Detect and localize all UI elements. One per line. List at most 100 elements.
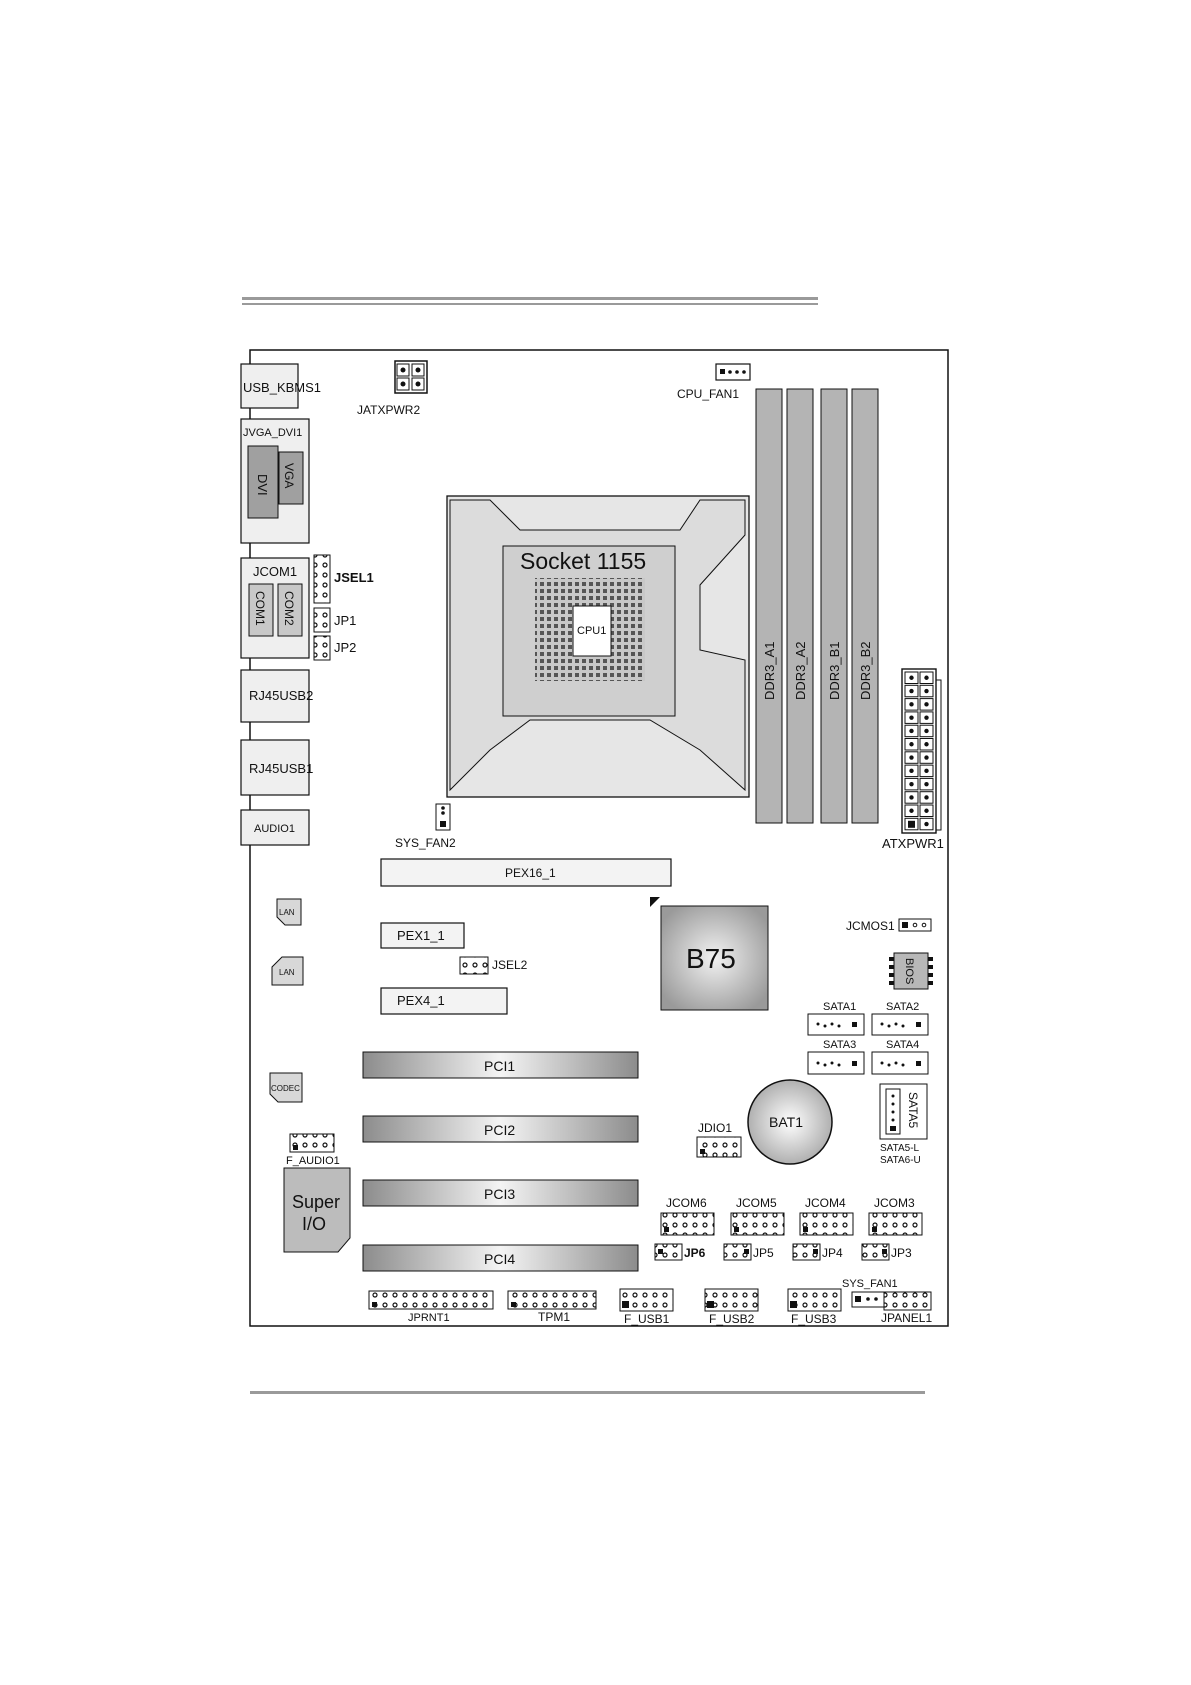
atx-pin-dot [924,808,929,813]
atx-pin-dot [909,675,914,680]
sys-fan1-label: SYS_FAN1 [842,1278,898,1290]
f-usb2-header: F_USB2 [704,1288,759,1326]
jp2-label: JP2 [334,640,356,655]
ddr3-b2-label: DDR3_B2 [858,641,873,700]
sys-fan2-label: SYS_FAN2 [395,836,456,850]
pci4-slot: PCI4 [362,1244,639,1272]
atx-pin-dot [924,688,929,694]
header-rule-thick [242,297,818,300]
jp3-jumper: JP3 [861,1243,912,1261]
b75-label: B75 [686,943,736,974]
atx-pin-dot [924,742,929,747]
jatxpwr2-label: JATXPWR2 [357,403,420,417]
jvga-dvi1-port: JVGA_DVI1 DVI VGA [240,418,310,544]
jvga-dvi1-label: JVGA_DVI1 [243,427,302,439]
jsel2-label: JSEL2 [492,958,528,972]
tpm1-header: TPM1 [507,1290,597,1324]
sys-fan2-header: SYS_FAN2 [395,803,456,850]
b75-chipset: B75 [650,897,769,1011]
ddr3-b2-slot: DDR3_B2 [851,388,879,824]
jatxpwr2-connector: JATXPWR2 [357,360,428,417]
socket-1155-label: Socket 1155 [520,548,646,574]
sata3-label: SATA3 [823,1039,856,1051]
f-usb1-header: F_USB1 [619,1288,674,1326]
rj45usb2-label: RJ45USB2 [249,688,313,703]
lan-chip-1-label: LAN [279,908,295,917]
rj45usb1-port: RJ45USB1 [240,739,313,796]
atx-pin-dot [909,768,914,774]
atxpwr1-label: ATXPWR1 [882,836,944,851]
bios-label: BIOS [903,958,915,984]
cpu1-label: CPU1 [577,625,606,637]
ddr3-a1-slot: DDR3_A1 [755,388,783,824]
jp1-header: JP1 [313,607,356,633]
pex16-1-label: PEX16_1 [505,866,556,880]
audio1-label: AUDIO1 [254,823,295,835]
jcom6-label: JCOM6 [666,1196,707,1210]
bat1-battery: BAT1 [747,1079,833,1165]
pci2-slot: PCI2 [362,1115,639,1143]
atx-pin-dot [909,728,914,734]
pex1-1-slot: PEX1_1 [380,922,465,949]
jdio1-label: JDIO1 [698,1121,732,1135]
bios-chip: BIOS [889,952,933,990]
jcom5-header: JCOM5 [730,1196,785,1236]
atx-pin-dot [909,781,914,787]
atx-pin-dot [924,728,929,734]
usb-kbms1-label: USB_KBMS1 [243,380,321,395]
jcom6-header: JCOM6 [660,1196,715,1236]
jp4-jumper: JP4 [792,1243,843,1261]
jpanel1-header: JPANEL1 [881,1291,932,1325]
dvi-label: DVI [255,474,270,496]
pci3-label: PCI3 [484,1186,515,1202]
jcom5-label: JCOM5 [736,1196,777,1210]
jp6-jumper: JP6 [654,1243,706,1261]
atx-pin-dot [924,781,929,787]
vga-label: VGA [282,463,296,488]
atx-pin-dot [909,755,914,760]
jprnt1-label: JPRNT1 [408,1312,450,1324]
jp5-label: JP5 [753,1246,774,1260]
cpu-fan1-label: CPU_FAN1 [677,387,739,401]
codec-label: CODEC [271,1084,300,1093]
jp3-label: JP3 [891,1246,912,1260]
jcmos1-label: JCMOS1 [846,919,895,933]
jcom1-port: JCOM1 COM1 COM2 [240,557,310,659]
pci4-label: PCI4 [484,1251,515,1267]
jcmos1-jumper: JCMOS1 [846,918,932,933]
rj45usb2-port: RJ45USB2 [240,669,313,723]
pci3-slot: PCI3 [362,1179,639,1207]
bat1-label: BAT1 [769,1114,803,1130]
jp2-header: JP2 [313,635,356,661]
atx-pin-dot [924,755,929,760]
jcom4-label: JCOM4 [805,1196,846,1210]
sata4-label: SATA4 [886,1039,919,1051]
lan-chip-2: LAN [271,956,304,986]
codec-chip: CODEC [269,1072,303,1103]
f-usb3-label: F_USB3 [791,1312,837,1326]
f-usb1-label: F_USB1 [624,1312,670,1326]
tpm1-label: TPM1 [538,1310,570,1324]
pci1-label: PCI1 [484,1058,515,1074]
f-audio1-header: F_AUDIO1 [286,1133,340,1167]
pci2-label: PCI2 [484,1122,515,1138]
atxpwr1-connector: ATXPWR1 [882,668,944,851]
sata3-connector: SATA3 [807,1039,865,1075]
footer-rule [250,1391,925,1394]
com1-label: COM1 [253,591,267,626]
sata1-label: SATA1 [823,1001,856,1013]
ddr3-a2-label: DDR3_A2 [793,641,808,700]
ddr3-a2-slot: DDR3_A2 [786,388,814,824]
f-usb3-header: F_USB3 [787,1288,842,1326]
pex16-1-slot: PEX16_1 [380,858,672,887]
com2-label: COM2 [282,591,296,626]
jp6-label: JP6 [684,1246,706,1260]
jp5-jumper: JP5 [723,1243,774,1261]
cpu-fan1-header: CPU_FAN1 [677,363,751,401]
sata5-l-label: SATA5-L [880,1143,920,1154]
sata1-connector: SATA1 [807,1001,865,1036]
jsel1-header: JSEL1 [313,554,374,604]
jcom1-label: JCOM1 [253,564,297,579]
rj45usb1-label: RJ45USB1 [249,761,313,776]
atx-pin-dot [924,821,929,827]
